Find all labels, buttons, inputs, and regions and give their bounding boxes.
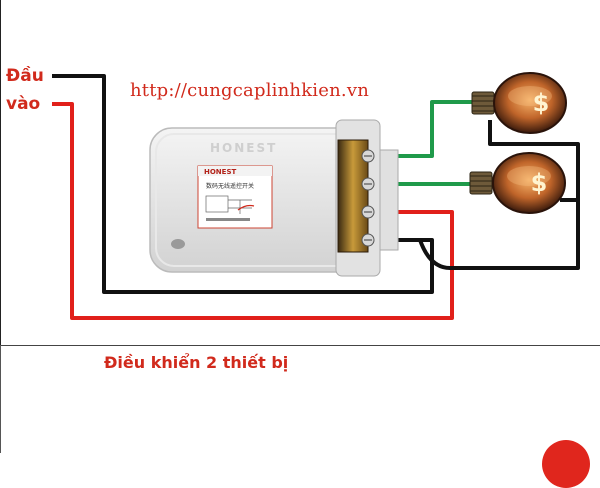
input-label-line2: vào	[6, 94, 41, 114]
neutral-lamp-wire-upper	[488, 120, 580, 200]
corner-badge	[542, 440, 590, 488]
lower-panel-border	[0, 345, 1, 453]
input-label-line1: Đầu	[6, 66, 44, 86]
embossed-brand: HONEST	[210, 141, 277, 155]
neutral-input-wire	[52, 74, 434, 294]
device-brand-label: HONEST	[204, 168, 236, 176]
neutral-lamp-wire	[392, 198, 580, 270]
diagram-caption: Điều khiển 2 thiết bị	[104, 353, 289, 372]
live-input-wire	[52, 102, 454, 320]
wiring-diagram-panel	[0, 0, 1, 345]
website-url: http://cungcaplinhkien.vn	[130, 80, 369, 101]
bulb-filament-symbol: $	[531, 169, 548, 197]
light-bulb-2: $	[469, 152, 566, 214]
status-led	[171, 239, 185, 249]
output-wire-lamp-1	[372, 100, 478, 158]
bulb-filament-symbol: $	[533, 89, 550, 117]
light-bulb-1: $	[471, 72, 567, 134]
device-model-text: 数码无线遥控开关	[206, 182, 254, 190]
wiring-diagram: HONEST HONEST 数码无线遥控开关	[52, 72, 580, 320]
panel-divider	[0, 345, 600, 346]
relay-module: HONEST HONEST 数码无线遥控开关	[149, 119, 399, 277]
